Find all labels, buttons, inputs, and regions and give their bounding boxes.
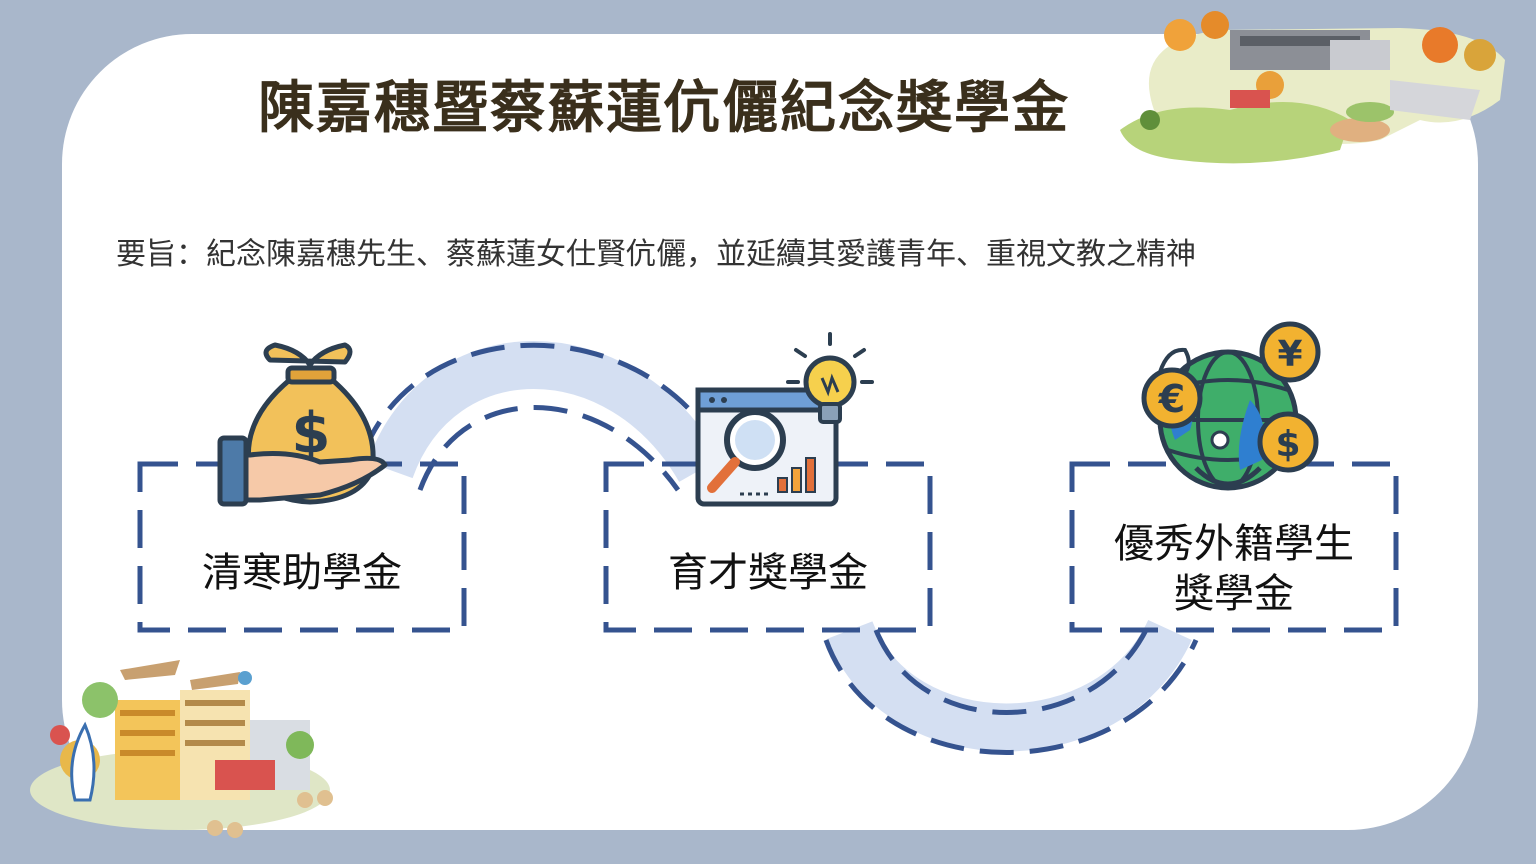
box-label-line1: 優秀外籍學生 xyxy=(1114,521,1354,567)
box-border-3 xyxy=(1069,461,1399,633)
globe-currency-icon: € ¥ $ xyxy=(1141,321,1321,491)
scholarship-box-need-based: 清寒助學金 xyxy=(140,490,464,656)
scholarship-box-talent: 育才獎學金 xyxy=(606,490,930,656)
search-analytics-lightbulb-icon xyxy=(695,332,874,507)
box-border-1 xyxy=(137,461,467,633)
svg-text:¥: ¥ xyxy=(1277,334,1302,375)
campus-illustration-top-right xyxy=(1120,11,1505,164)
purpose-statement: 要旨：紀念陳嘉穗先生、蔡蘇蓮女仕賢伉儷，並延續其愛護青年、重視文教之精神 xyxy=(116,237,1196,272)
box-label-line2: 獎學金 xyxy=(1174,571,1294,617)
box-label-line1: 清寒助學金 xyxy=(202,550,402,596)
money-bag-hand-icon: $ xyxy=(217,342,388,507)
page-title: 陳嘉穗暨蔡蘇蓮伉儷紀念獎學金 xyxy=(258,75,1070,141)
connector-path xyxy=(361,341,1199,755)
scholarship-box-international: 優秀外籍學生 獎學金 xyxy=(1072,486,1396,652)
box-border-2 xyxy=(603,461,933,633)
svg-text:$: $ xyxy=(1275,424,1300,465)
svg-text:€: € xyxy=(1158,377,1185,421)
city-illustration-bottom-left xyxy=(30,660,333,838)
box-label-line1: 育才獎學金 xyxy=(668,550,868,596)
